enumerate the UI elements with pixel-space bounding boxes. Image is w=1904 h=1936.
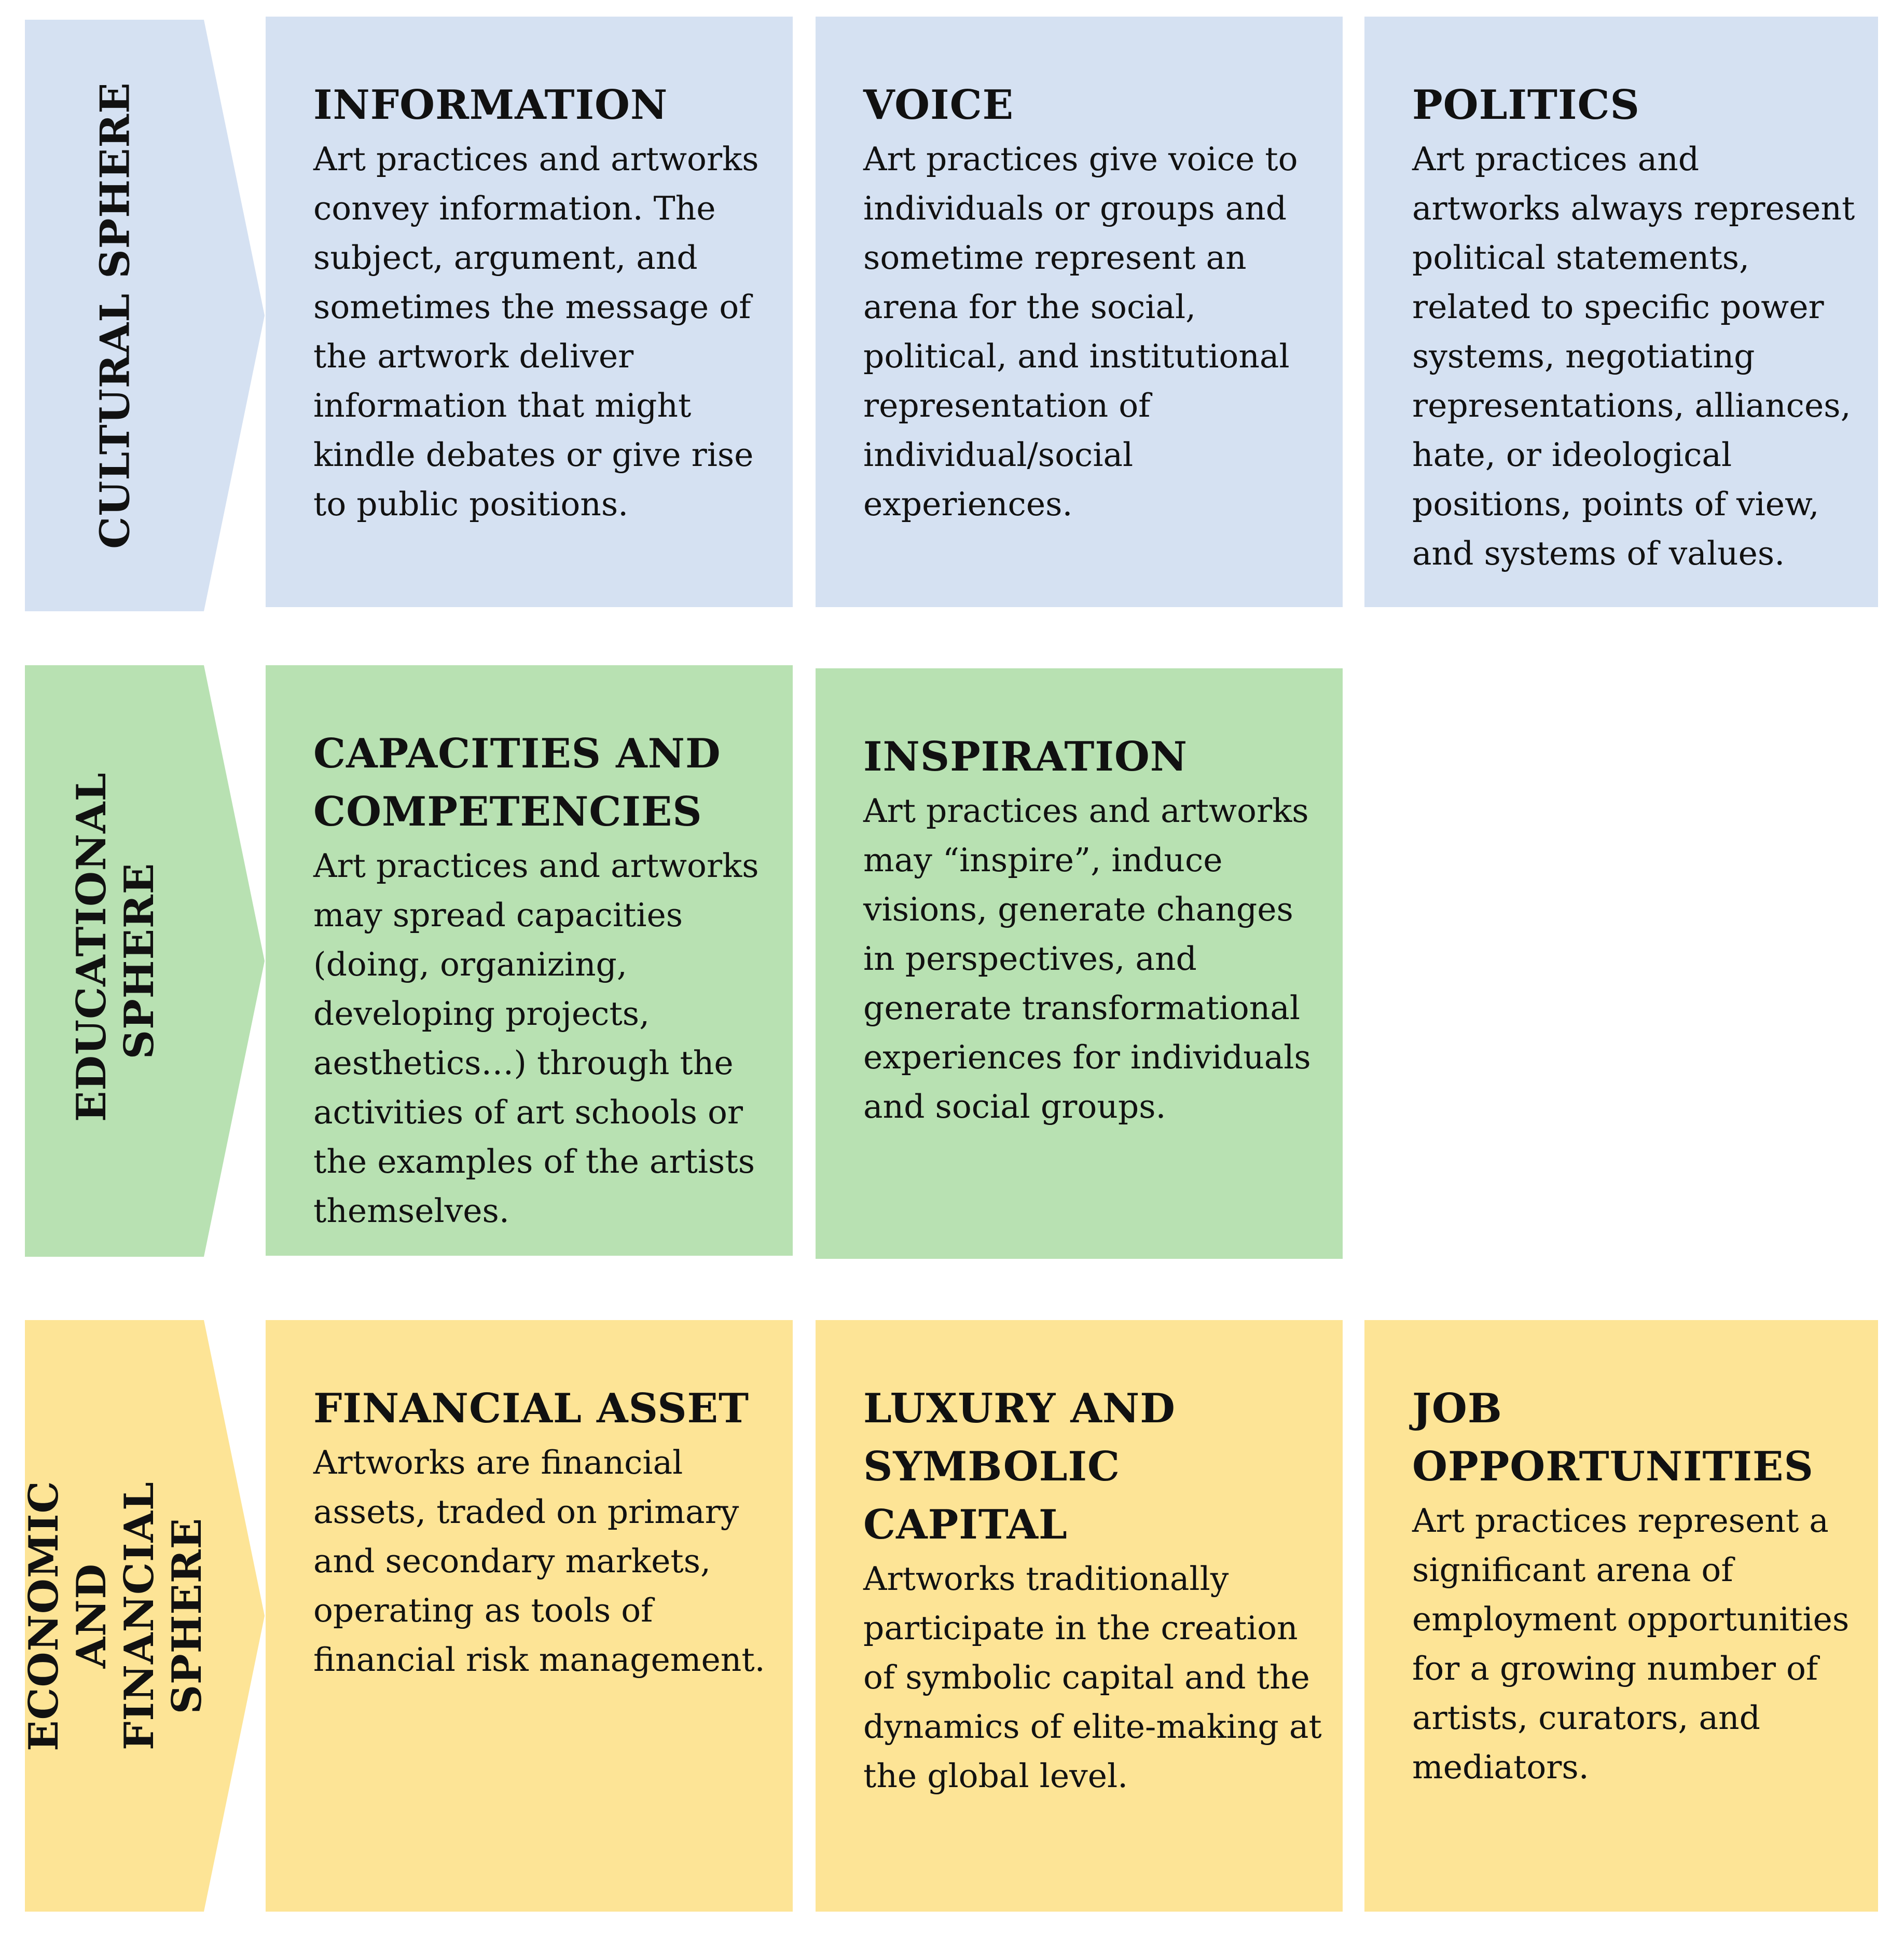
card-body: Art practices and artworks may spread ca… — [313, 847, 759, 1230]
card-body: Artworks traditionally participate in th… — [863, 1560, 1322, 1795]
card-body: Art practices give voice to individuals … — [863, 140, 1298, 523]
economic-financial-sphere-label: ECONOMIC AND FINANCIAL SPHERE — [20, 1480, 211, 1751]
card-luxury-and-symbolic-capital: LUXURY AND SYMBOLIC CAPITAL Artworks tra… — [816, 1320, 1343, 1912]
card-information: INFORMATION Art practices and artworks c… — [266, 17, 793, 607]
card-body: Art practices and artworks may “inspire”… — [863, 792, 1311, 1125]
educational-sphere-arrow-shape — [25, 665, 265, 1257]
card-body: Art practices and artworks always repres… — [1412, 140, 1855, 572]
card-job-opportunities: JOB OPPORTUNITIES Art practices represen… — [1364, 1320, 1878, 1912]
educational-sphere-label: EDUCATIONAL SPHERE — [67, 772, 163, 1122]
economic-financial-sphere-arrow: ECONOMIC AND FINANCIAL SPHERE — [20, 1320, 265, 1912]
card-title: CAPACITIES AND COMPETENCIES — [313, 730, 721, 835]
card-financial-asset: FINANCIAL ASSET Artworks are financial a… — [266, 1320, 793, 1912]
card-body: Art practices represent a significant ar… — [1412, 1502, 1850, 1786]
educational-sphere-arrow: EDUCATIONAL SPHERE — [25, 665, 265, 1257]
card-title: JOB OPPORTUNITIES — [1412, 1385, 1814, 1490]
card-title: INSPIRATION — [863, 733, 1188, 780]
economic-financial-sphere-arrow-shape — [25, 1320, 265, 1912]
card-politics: POLITICS Art practices and artworks alwa… — [1364, 17, 1878, 607]
card-capacities-and-competencies: CAPACITIES AND COMPETENCIES Art practice… — [266, 665, 793, 1256]
card-title: VOICE — [863, 81, 1014, 129]
card-inspiration: INSPIRATION Art practices and artworks m… — [816, 668, 1343, 1259]
card-title: LUXURY AND SYMBOLIC CAPITAL — [863, 1385, 1176, 1548]
card-body: Art practices and artworks convey inform… — [313, 140, 759, 523]
cultural-sphere-arrow-shape — [25, 20, 265, 611]
card-voice: VOICE Art practices give voice to indivi… — [816, 17, 1343, 607]
cultural-sphere-arrow: CULTURAL SPHERE — [25, 20, 265, 611]
card-body: Artworks are financial assets, traded on… — [313, 1444, 765, 1679]
card-title: FINANCIAL ASSET — [313, 1385, 750, 1432]
cultural-sphere-label: CULTURAL SPHERE — [91, 82, 139, 549]
card-title: INFORMATION — [313, 81, 668, 129]
card-title: POLITICS — [1412, 81, 1640, 129]
